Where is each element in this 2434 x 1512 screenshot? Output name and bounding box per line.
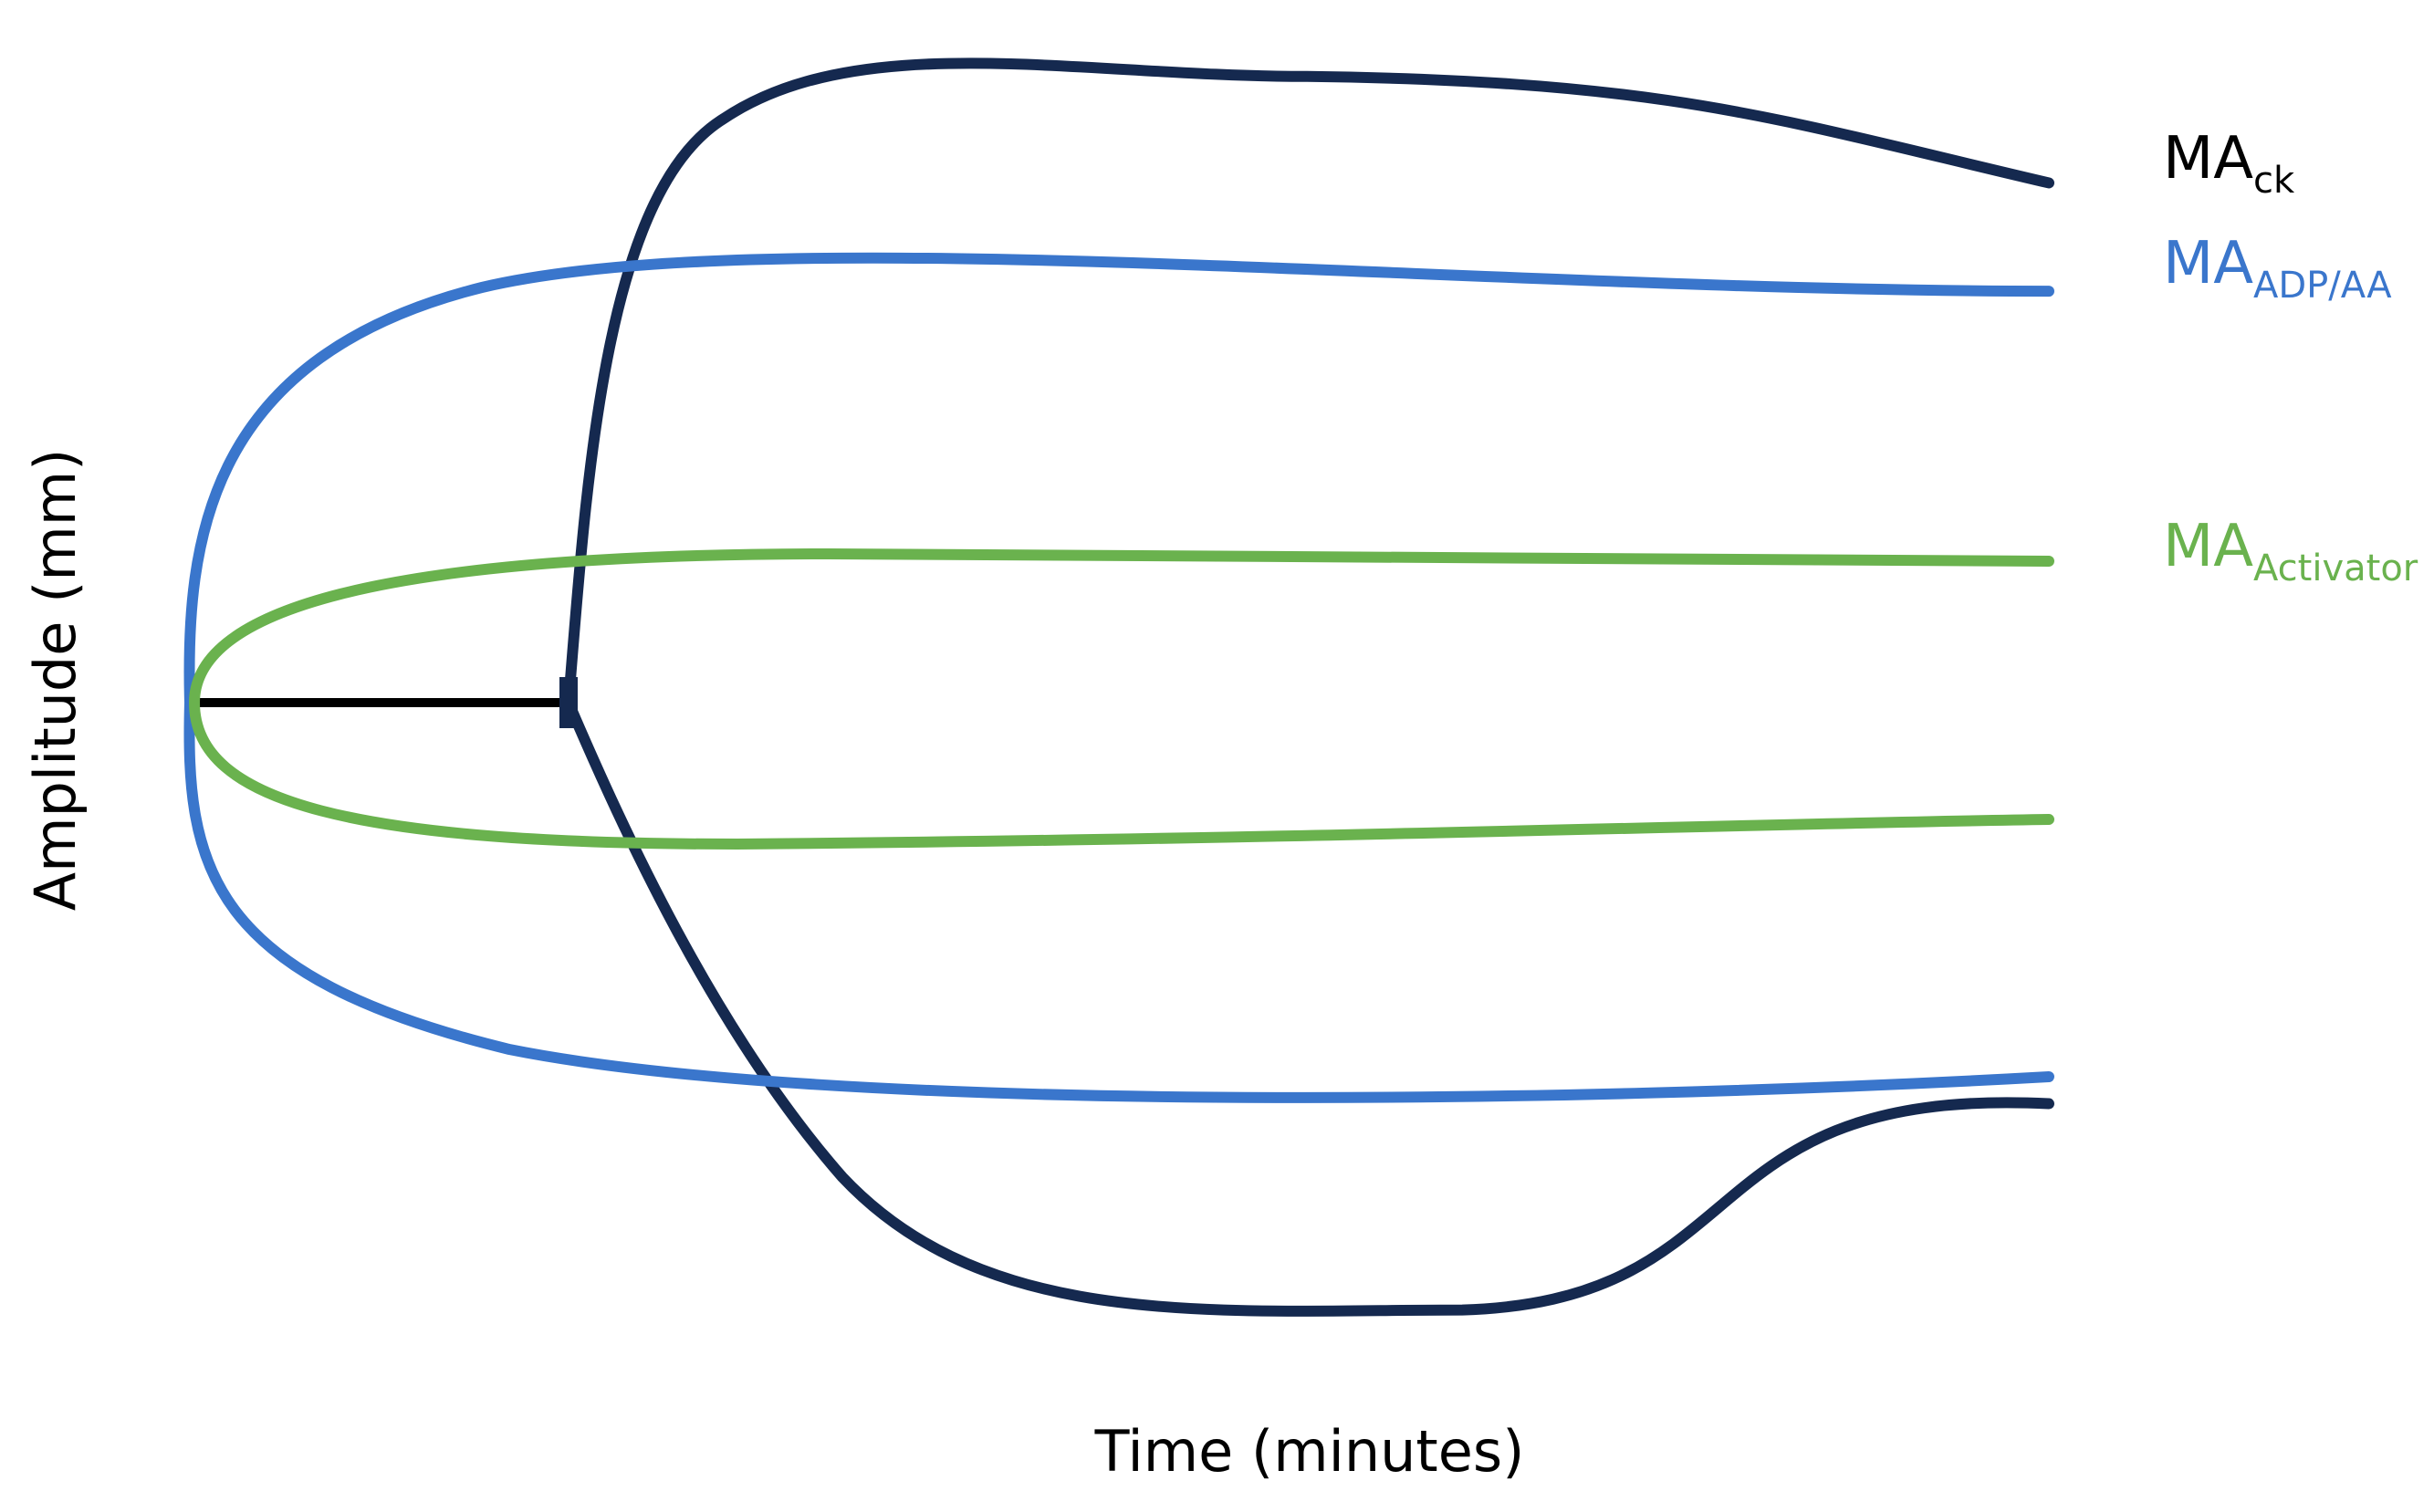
legend-sub-maadp-aa: ADP/AA	[2253, 265, 2392, 307]
curves-group	[183, 57, 2054, 1317]
legend-sub-maactivator: Activator	[2253, 547, 2418, 589]
legend-label-mack: MAck	[2163, 125, 2295, 202]
legend-label-maactivator: MAActivator	[2163, 513, 2418, 589]
legend-main-maadp-aa: MA	[2163, 230, 2253, 297]
y-axis-label: Amplitude (mm)	[22, 449, 89, 912]
maactivator-curve-upper	[189, 548, 2054, 708]
maactivator-curve-lower	[189, 697, 2054, 850]
legend-label-maadp-aa: MAADP/AA	[2163, 230, 2392, 307]
r-time-split-marker	[559, 677, 578, 728]
legend-main-maactivator: MA	[2163, 513, 2253, 580]
legend-main-mack: MA	[2163, 125, 2253, 193]
x-axis-label: Time (minutes)	[1094, 1418, 1525, 1485]
maadp-aa-curve-lower	[183, 697, 2054, 1103]
mack-curve-upper	[563, 57, 2054, 708]
mack-curve-lower	[563, 697, 2054, 1317]
legend-sub-mack: ck	[2253, 160, 2295, 202]
maadp-aa-curve-upper	[183, 252, 2054, 708]
